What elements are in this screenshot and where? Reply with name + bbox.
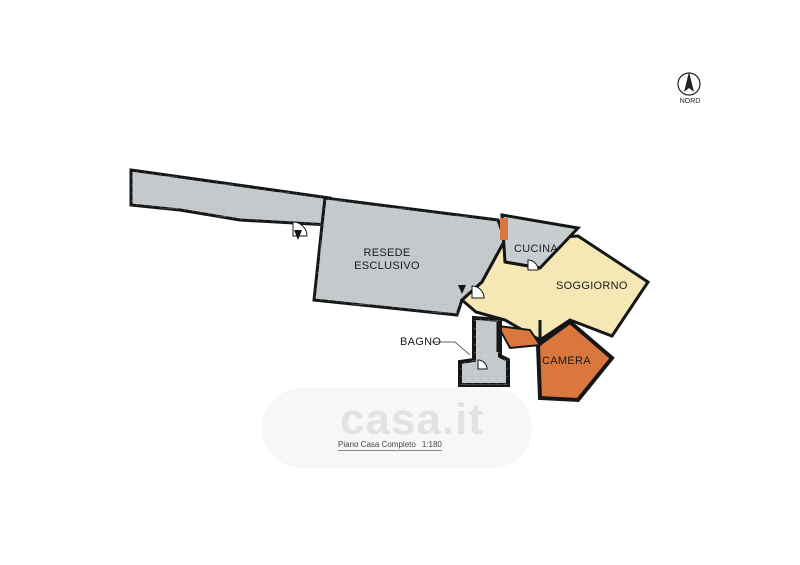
resede-label-line2: ESCLUSIVO — [354, 260, 420, 272]
resede-strip-tiles — [131, 170, 330, 225]
resede-area-tiles — [314, 198, 505, 315]
resede-label: RESEDE ESCLUSIVO — [352, 247, 422, 273]
plan-caption: Piano Casa Completo 1:180 — [338, 440, 442, 451]
bagno-label: BAGNO — [400, 336, 442, 348]
bagno-leader-line — [432, 341, 471, 356]
bagno-tiles — [460, 318, 508, 385]
kitchen-accent — [500, 218, 508, 240]
cucina-label: CUCINA — [514, 243, 558, 255]
door-swing-kitchen — [527, 259, 539, 271]
north-arrow-icon — [677, 72, 701, 96]
resede-label-line1: RESEDE — [363, 247, 411, 259]
door-swing-bath — [477, 359, 488, 370]
north-label: NORD — [679, 98, 701, 105]
camera-room — [535, 319, 615, 403]
entry-arrow-icon — [294, 230, 302, 240]
watermark-shape — [262, 388, 532, 468]
caption-title: Piano Casa Completo — [338, 440, 416, 449]
soggiorno-label: SOGGIORNO — [556, 280, 628, 292]
door-swing-entrance — [471, 285, 485, 299]
caption-scale: 1:180 — [421, 440, 442, 449]
watermark-text: casa.it — [340, 395, 484, 444]
camera-label: CAMERA — [542, 355, 591, 367]
entry-arrow-icon — [458, 285, 466, 294]
